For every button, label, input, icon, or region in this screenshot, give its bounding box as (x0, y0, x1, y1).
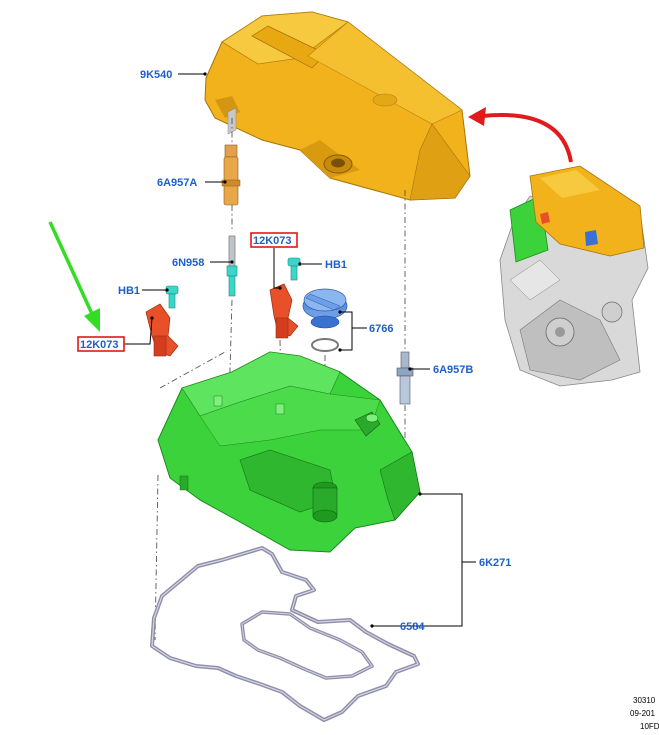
label-6a957a: 6A957A (157, 177, 197, 189)
stud-6a957b-part (396, 351, 414, 405)
label-9k540: 9K540 (140, 69, 172, 81)
label-hb1-left: HB1 (118, 285, 140, 297)
footer-line-3: 10FD (640, 722, 659, 731)
leader-lines (124, 72, 476, 628)
label-6k271: 6K271 (479, 557, 511, 569)
valve-cover-6k271-part (157, 351, 421, 553)
label-6a957b: 6A957B (433, 364, 473, 376)
label-6n958: 6N958 (172, 257, 204, 269)
bolt-6n958-part (226, 235, 238, 297)
clip-hb1-left-part (165, 285, 179, 309)
engine-assembly-thumbnail (499, 165, 649, 387)
engine-cover-part (204, 11, 471, 201)
label-6766: 6766 (369, 323, 393, 335)
footer-line-1: 30310 (633, 696, 656, 705)
oil-filler-cap-6766-part (302, 288, 348, 352)
sensor-12k073-left-part (145, 303, 179, 357)
footer-line-2: 09-201 (630, 709, 655, 718)
label-6584: 6584 (400, 621, 425, 633)
label-12k073-right: 12K073 (253, 235, 292, 247)
gasket-6584-part (150, 546, 420, 722)
label-hb1-right: HB1 (325, 259, 347, 271)
highlight-box-right-sensor (250, 232, 298, 248)
green-pointer-arrow-icon (48, 221, 100, 332)
label-12k073-left: 12K073 (80, 339, 119, 351)
clip-hb1-right-part (287, 257, 301, 281)
highlight-box-left-sensor (77, 336, 125, 352)
red-curved-arrow-icon (468, 107, 573, 163)
sensor-12k073-right-part (269, 283, 299, 339)
stud-6a957a-part (221, 144, 241, 206)
